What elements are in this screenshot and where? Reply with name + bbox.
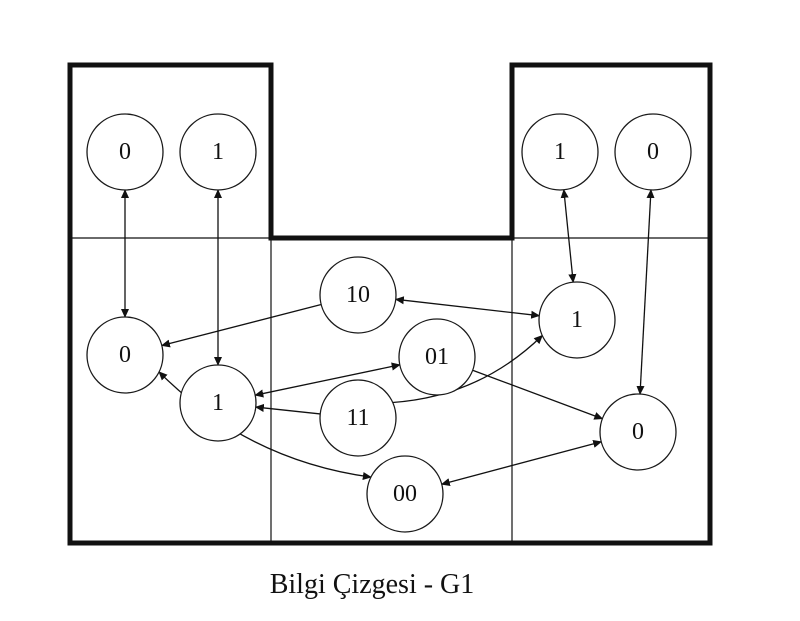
node-label: 10: [346, 282, 370, 308]
node-mid-right-1: 1: [538, 281, 616, 359]
node-mid-right-0: 0: [599, 393, 677, 471]
node-top-right-1: 1: [521, 113, 599, 191]
node-circle: [538, 281, 616, 359]
node-label: 00: [393, 481, 417, 507]
node-label: 1: [571, 307, 583, 333]
node-center-01: 01: [398, 318, 476, 396]
node-label: 1: [212, 390, 224, 416]
edges: [120, 188, 655, 487]
node-top-left-0: 0: [86, 113, 164, 191]
node-mid-left-0: 0: [86, 316, 164, 394]
node-circle: [319, 256, 397, 334]
node-circle: [179, 364, 257, 442]
node-label: 0: [632, 419, 644, 445]
node-label: 0: [647, 139, 659, 165]
node-circle: [614, 113, 692, 191]
node-center-00: 00: [366, 455, 444, 533]
node-top-right-0: 0: [614, 113, 692, 191]
edge-top_right_0-to-mid_right_0: [636, 189, 655, 395]
edge-center_01-to-mid_right_0: [472, 369, 604, 420]
edge-center_11-to-mid_right_1: [392, 334, 543, 404]
node-label: 1: [554, 139, 566, 165]
edge-top_right_1-to-mid_right_1: [560, 188, 577, 284]
edge-center_00-to-mid_right_0: [440, 439, 603, 487]
node-label: 1: [212, 139, 224, 165]
node-circle: [521, 113, 599, 191]
node-circle: [86, 113, 164, 191]
node-mid-left-1: 1: [179, 364, 257, 442]
node-label: 0: [119, 139, 131, 165]
node-label: 01: [425, 344, 449, 370]
node-circle: [319, 379, 397, 457]
outer-frame: [67, 62, 713, 546]
diagram-caption: Bilgi Çizgesi - G1: [270, 569, 475, 600]
node-circle: [599, 393, 677, 471]
node-circle: [398, 318, 476, 396]
node-circle: [366, 455, 444, 533]
node-top-left-1: 1: [179, 113, 257, 191]
node-circle: [179, 113, 257, 191]
edge-center_10-to-mid_left_0: [160, 303, 322, 348]
edge-center_10-to-mid_right_1: [394, 296, 541, 319]
node-label: 11: [346, 405, 369, 431]
node-center-10: 10: [319, 256, 397, 334]
node-label: 0: [119, 342, 131, 368]
node-circle: [86, 316, 164, 394]
edge-center_11-to-mid_left_1: [254, 403, 321, 415]
node-center-11: 11: [319, 379, 397, 457]
